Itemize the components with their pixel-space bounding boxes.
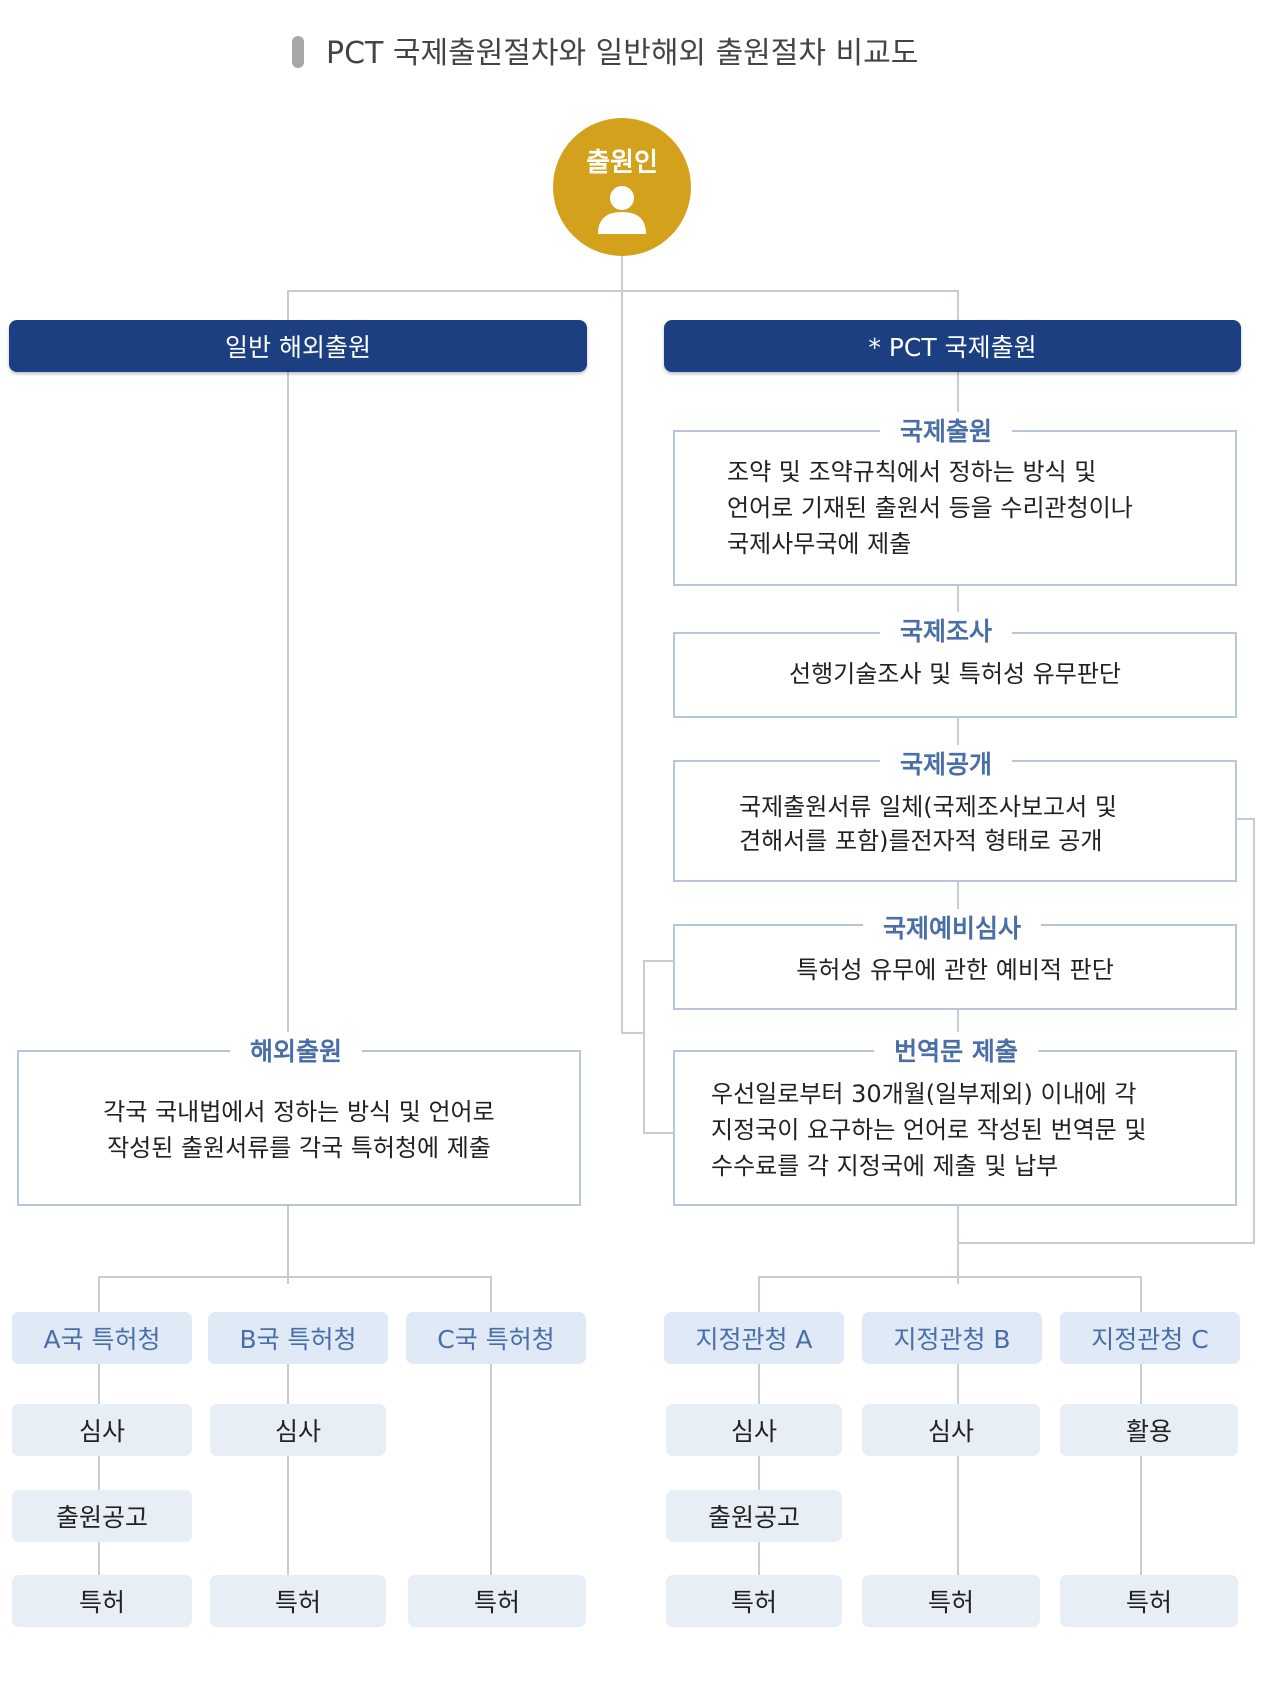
stage-text-line: 수수료를 각 지정국에 제출 및 납부: [711, 1148, 1147, 1184]
overseas-text-line: 작성된 출원서류를 각국 특허청에 제출: [19, 1130, 579, 1166]
step-publication: 출원공고: [666, 1490, 842, 1542]
step-exam: 심사: [666, 1404, 842, 1456]
stage-text-line: 국제출원서류 일체(국제조사보고서 및: [739, 790, 1117, 824]
office-c: C국 특허청: [406, 1312, 586, 1364]
step-patent: 특허: [210, 1575, 386, 1627]
stage-text-line: 지정국이 요구하는 언어로 작성된 번역문 및: [711, 1112, 1147, 1148]
stage-text-line: 국제사무국에 제출: [727, 526, 1133, 562]
step-exam: 심사: [12, 1404, 192, 1456]
office-a: A국 특허청: [12, 1312, 192, 1364]
stage-text-line: 선행기술조사 및 특허성 유무판단: [675, 656, 1235, 692]
stage-text-line: 특허성 유무에 관한 예비적 판단: [675, 952, 1235, 988]
title-marker: [292, 36, 304, 68]
overseas-text-line: 각국 국내법에서 정하는 방식 및 언어로: [19, 1094, 579, 1130]
designated-office-c: 지정관청 C: [1060, 1312, 1240, 1364]
stage-text-line: 우선일로부터 30개월(일부제외) 이내에 각: [711, 1076, 1147, 1112]
step-patent: 특허: [666, 1575, 842, 1627]
applicant-label: 출원인: [553, 142, 691, 179]
office-b: B국 특허청: [208, 1312, 388, 1364]
step-exam: 심사: [862, 1404, 1040, 1456]
step-patent: 특허: [862, 1575, 1040, 1627]
step-exam: 심사: [210, 1404, 386, 1456]
stage-title-preliminary-exam: 국제예비심사: [863, 909, 1041, 945]
stage-translation: 우선일로부터 30개월(일부제외) 이내에 각 지정국이 요구하는 언어로 작성…: [673, 1050, 1237, 1206]
designated-office-b: 지정관청 B: [862, 1312, 1042, 1364]
applicant-node: 출원인: [553, 118, 691, 256]
overseas-filing-box: 각국 국내법에서 정하는 방식 및 언어로 작성된 출원서류를 각국 특허청에 …: [17, 1050, 581, 1206]
step-publication: 출원공고: [12, 1490, 192, 1542]
step-utilization: 활용: [1060, 1404, 1238, 1456]
stage-title-international-filing: 국제출원: [880, 412, 1012, 448]
step-patent: 특허: [12, 1575, 192, 1627]
stage-title-international-publication: 국제공개: [880, 745, 1012, 781]
designated-office-a: 지정관청 A: [664, 1312, 844, 1364]
step-patent: 특허: [408, 1575, 586, 1627]
stage-title-translation: 번역문 제출: [874, 1032, 1038, 1068]
overseas-filing-title: 해외출원: [230, 1032, 362, 1068]
stage-title-international-search: 국제조사: [880, 612, 1012, 648]
stage-international-filing: 조약 및 조약규칙에서 정하는 방식 및 언어로 기재된 출원서 등을 수리관청…: [673, 430, 1237, 586]
stage-text-line: 언어로 기재된 출원서 등을 수리관청이나: [727, 490, 1133, 526]
step-patent: 특허: [1060, 1575, 1238, 1627]
pct-banner: * PCT 국제출원: [664, 320, 1241, 372]
page-title: PCT 국제출원절차와 일반해외 출원절차 비교도: [326, 28, 918, 72]
general-banner: 일반 해외출원: [9, 320, 587, 372]
person-icon: [553, 184, 691, 236]
stage-text-line: 조약 및 조약규칙에서 정하는 방식 및: [727, 454, 1133, 490]
stage-text-line: 견해서를 포함)를전자적 형태로 공개: [739, 824, 1117, 858]
